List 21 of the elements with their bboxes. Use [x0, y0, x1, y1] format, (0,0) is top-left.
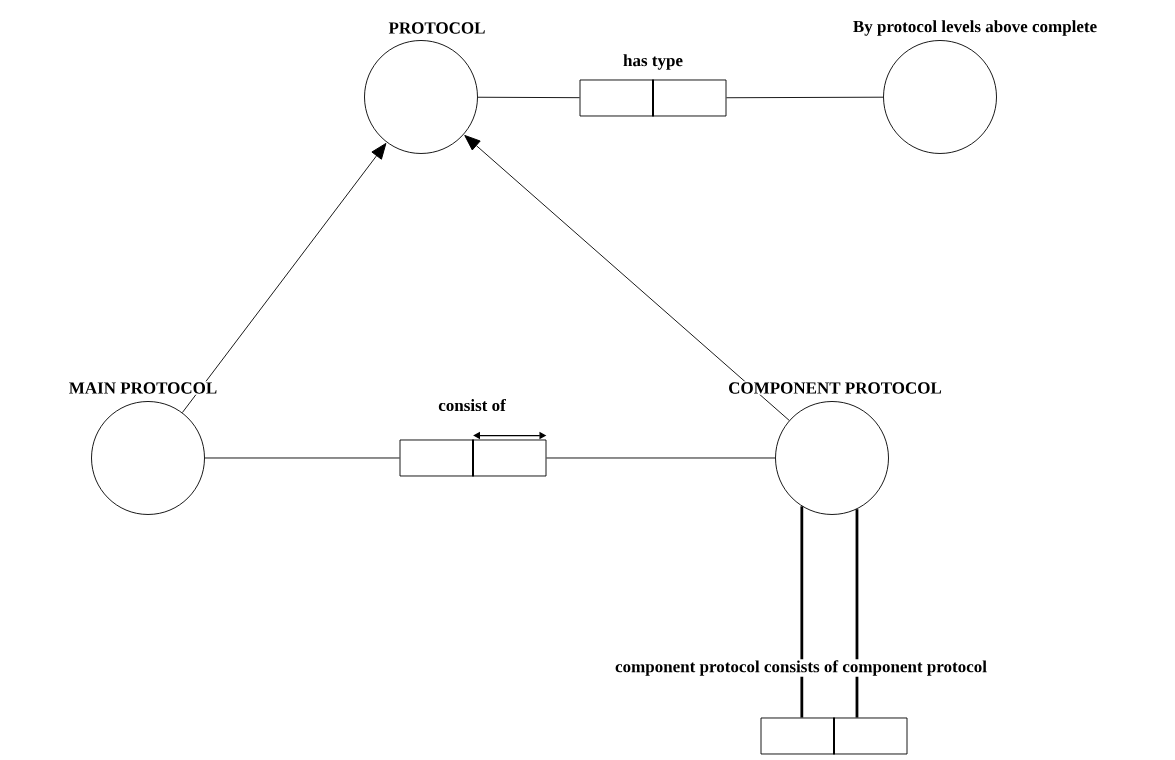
entity-name: COMPONENT PROTOCOL	[727, 381, 943, 395]
relationship-label: has type	[622, 53, 684, 71]
entity-circle	[364, 40, 478, 154]
entity-name: By protocol levels above complete	[851, 19, 1099, 37]
entity-name: PROTOCOL	[387, 21, 487, 35]
connector-line	[726, 96, 884, 99]
entity-circle	[775, 401, 889, 515]
relationship-label: component protocol consists of component protocol	[614, 659, 988, 677]
relationship-box	[579, 78, 727, 118]
connector-line	[204, 457, 400, 459]
relationship-box	[760, 716, 908, 756]
arrow	[181, 143, 387, 413]
connector-line	[546, 457, 776, 459]
connector-line	[800, 506, 804, 718]
connector-line	[855, 509, 859, 718]
entity-circle	[883, 40, 997, 154]
entity-name: MAIN PROTOCOL	[67, 381, 219, 395]
arrow	[464, 134, 790, 421]
relationship-box	[399, 438, 547, 478]
connector-line	[477, 96, 580, 99]
entity-circle	[91, 401, 205, 515]
